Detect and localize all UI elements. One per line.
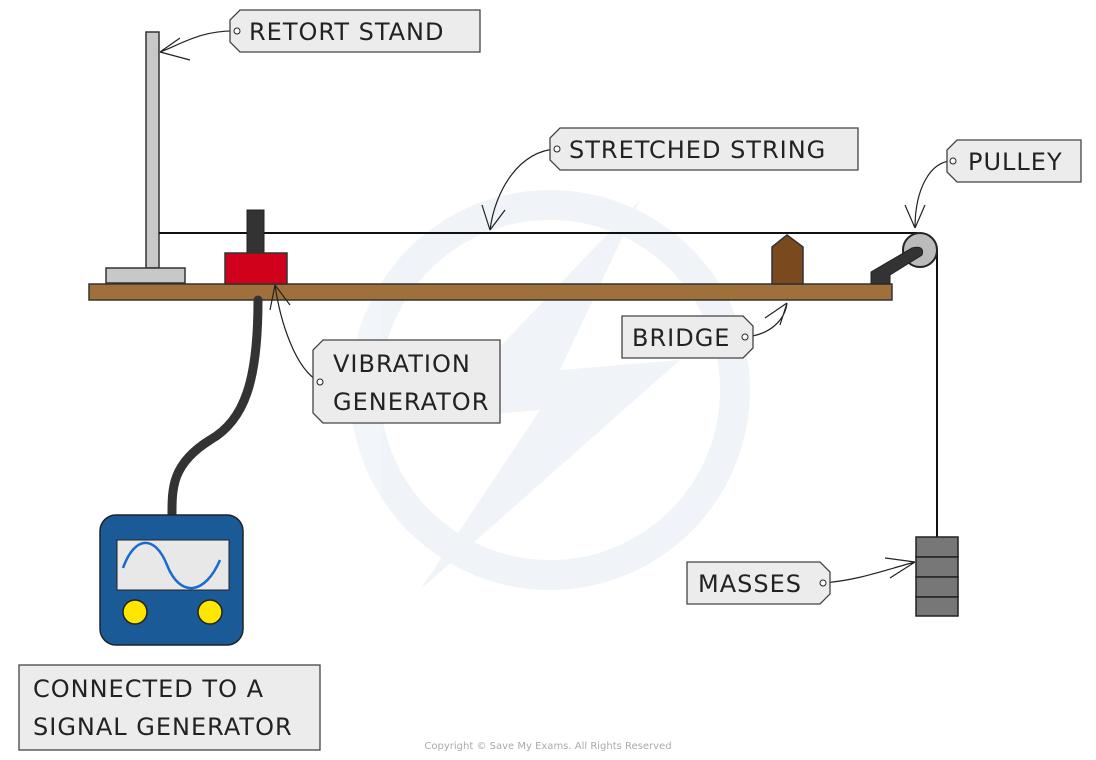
pulley-text: PULLEY <box>968 148 1063 176</box>
signal-text-1: CONNECTED TO A <box>33 675 264 703</box>
signal-text-2: SIGNAL GENERATOR <box>33 713 293 741</box>
bench <box>88 283 893 301</box>
label-masses: MASSES <box>686 561 831 605</box>
knob-left <box>122 599 148 625</box>
pointer-lines <box>159 30 954 584</box>
cable <box>167 295 263 525</box>
vibration-generator-rod <box>246 209 265 254</box>
masses-text: MASSES <box>698 570 802 598</box>
bridge-text: BRIDGE <box>632 324 730 352</box>
label-bridge: BRIDGE <box>621 315 754 359</box>
pulley-clamp <box>870 246 923 285</box>
vibration-generator-text-2: GENERATOR <box>333 388 489 416</box>
retort-stand-pole <box>145 31 160 269</box>
label-vibration-generator: VIBRATION GENERATOR <box>312 339 501 424</box>
retort-stand-base <box>105 267 186 284</box>
label-signal-generator: CONNECTED TO A SIGNAL GENERATOR <box>18 664 321 751</box>
label-stretched-string: STRETCHED STRING <box>549 127 859 171</box>
retort-stand-text: RETORT STAND <box>249 18 445 46</box>
knob-right <box>197 599 223 625</box>
masses <box>915 536 959 617</box>
stretched-string-text: STRETCHED STRING <box>569 136 826 164</box>
sine-wave-icon <box>121 541 222 590</box>
label-retort-stand: RETORT STAND <box>229 9 481 53</box>
vibration-generator <box>224 252 288 285</box>
copyright-text: Copyright © Save My Exams. All Rights Re… <box>424 741 671 752</box>
vibration-generator-text-1: VIBRATION <box>333 350 471 378</box>
bridge <box>771 234 804 285</box>
label-pulley: PULLEY <box>946 139 1082 183</box>
